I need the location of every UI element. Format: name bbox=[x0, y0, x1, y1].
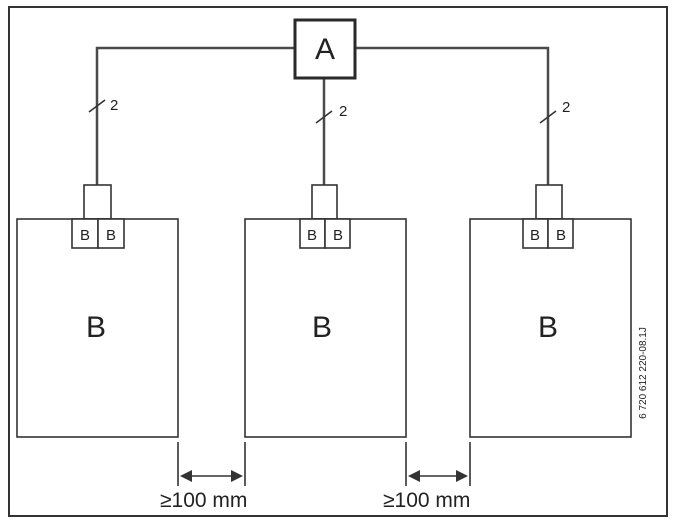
arrow-head-left bbox=[408, 470, 420, 482]
unit-label: B bbox=[86, 311, 106, 344]
arrow-head-left bbox=[180, 470, 192, 482]
controller-box bbox=[293, 18, 357, 80]
terminal-label: B bbox=[106, 227, 116, 244]
terminal-block bbox=[97, 218, 125, 249]
unit-3: B B B bbox=[469, 184, 632, 438]
terminal-label: B bbox=[80, 227, 90, 244]
arrow-head-right bbox=[456, 470, 468, 482]
terminal-block bbox=[324, 218, 351, 249]
unit-label: B bbox=[538, 311, 558, 344]
bus-wire-right bbox=[355, 46, 550, 185]
terminal-label: B bbox=[307, 227, 317, 244]
arrow-head-right bbox=[231, 470, 243, 482]
spacing-label: ≥100 mm bbox=[160, 489, 247, 512]
connector-plug bbox=[535, 184, 563, 220]
spacing-dimension-2: ≥100 mm bbox=[383, 442, 471, 512]
terminal-label: B bbox=[333, 227, 343, 244]
figure-code: 6 720 612 220-08.1J bbox=[638, 327, 649, 419]
wire-count-label: 2 bbox=[562, 99, 570, 116]
wire-count-mark-3: 2 bbox=[539, 99, 570, 124]
spacing-label: ≥100 mm bbox=[383, 489, 470, 512]
unit-body bbox=[16, 218, 179, 438]
unit-label: B bbox=[312, 311, 332, 344]
connector-plug bbox=[83, 184, 112, 220]
bus-wire-left bbox=[95, 46, 295, 185]
terminal-block bbox=[547, 218, 574, 249]
wire-count-label: 2 bbox=[110, 97, 118, 114]
wire-count-mark-1: 2 bbox=[88, 97, 118, 114]
controller-a: A bbox=[293, 18, 357, 80]
figure-frame bbox=[8, 6, 668, 517]
unit-1: B B B bbox=[16, 184, 179, 438]
wire-count-mark-2: 2 bbox=[315, 103, 347, 124]
unit-body bbox=[469, 218, 632, 438]
spacing-dimension-1: ≥100 mm bbox=[160, 442, 247, 512]
wire-count-label: 2 bbox=[339, 103, 347, 120]
connector-plug bbox=[311, 184, 338, 220]
terminal-label: B bbox=[556, 227, 566, 244]
unit-2: B B B bbox=[244, 184, 407, 438]
controller-label: A bbox=[315, 33, 335, 66]
terminal-label: B bbox=[530, 227, 540, 244]
unit-body bbox=[244, 218, 407, 438]
